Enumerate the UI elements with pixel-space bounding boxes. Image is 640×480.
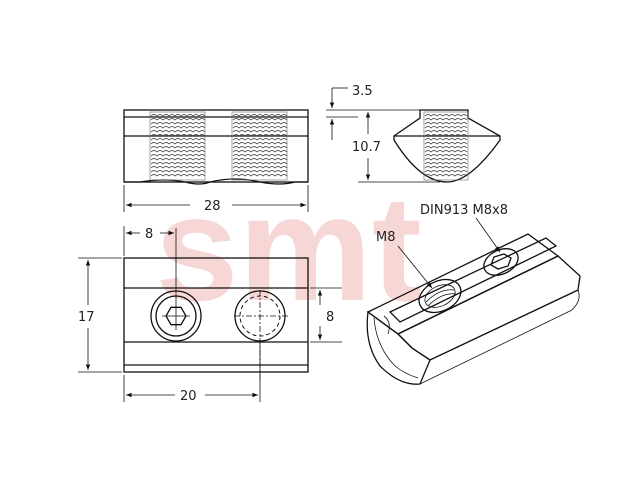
- thread-line: [232, 146, 288, 149]
- thread-line: [424, 126, 468, 129]
- thread-line: [232, 134, 288, 137]
- watermark-brand: smt: [155, 164, 422, 332]
- thread-line: [150, 118, 206, 121]
- dim-hole-offset: 8: [123, 226, 174, 256]
- iso-set-screw: [483, 248, 519, 276]
- thread-line: [424, 142, 468, 145]
- thread-line: [150, 166, 206, 169]
- dim-height: 10.7: [352, 112, 440, 183]
- thread-line: [232, 114, 288, 117]
- callout-m8: M8: [376, 230, 433, 289]
- thread-line: [232, 122, 288, 125]
- thread-line: [424, 166, 468, 169]
- thread-line: [150, 158, 206, 161]
- thread-line: [150, 114, 206, 117]
- thread-line: [424, 158, 468, 161]
- thread-line: [232, 170, 288, 173]
- dim-hole-spacing-h: 20: [123, 342, 261, 404]
- thread-zone-left: [149, 111, 206, 181]
- dim-top-offset: 3.5: [326, 84, 420, 140]
- thread-line: [150, 122, 206, 125]
- dim-width-label: 17: [78, 310, 95, 325]
- callout-set-screw: DIN913 M8x8: [420, 203, 508, 253]
- thread-line: [232, 166, 288, 169]
- thread-line: [424, 122, 468, 125]
- thread-line: [232, 154, 288, 157]
- thread-line: [150, 142, 206, 145]
- top-view: [123, 228, 309, 380]
- thread-line: [232, 130, 288, 133]
- iso-threaded-hole: [418, 278, 462, 314]
- thread-line: [424, 138, 468, 141]
- thread-line: [150, 174, 206, 177]
- thread-line: [424, 146, 468, 149]
- thread-line: [150, 170, 206, 173]
- dim-width: 17: [78, 257, 122, 373]
- thread-line: [150, 134, 206, 137]
- thread-line: [232, 126, 288, 129]
- front-view: [123, 109, 309, 185]
- callout-m8-label: M8: [376, 230, 396, 245]
- thread-line: [232, 174, 288, 177]
- thread-line: [232, 142, 288, 145]
- callout-set-screw-label: DIN913 M8x8: [420, 203, 508, 218]
- dim-hole-spacing-h-label: 20: [180, 389, 197, 404]
- set-screw-hole: [150, 228, 202, 342]
- thread-line: [150, 138, 206, 141]
- thread-line: [232, 158, 288, 161]
- thread-line: [150, 126, 206, 129]
- thread-line: [424, 134, 468, 137]
- thread-line: [232, 150, 288, 153]
- thread-pattern-side: [424, 114, 468, 177]
- thread-line: [232, 118, 288, 121]
- thread-zone-right: [231, 111, 288, 181]
- thread-line: [424, 162, 468, 165]
- watermark: smt: [155, 164, 422, 332]
- dim-top-offset-label: 3.5: [352, 84, 373, 99]
- thread-line: [232, 138, 288, 141]
- thread-line: [150, 150, 206, 153]
- thread-line: [424, 174, 468, 177]
- dim-hole-spacing-v-label: 8: [326, 310, 334, 325]
- thread-line: [150, 162, 206, 165]
- dim-length: 28: [123, 185, 309, 214]
- thread-line: [150, 130, 206, 133]
- thread-line: [150, 146, 206, 149]
- thread-line: [232, 162, 288, 165]
- thread-line: [424, 118, 468, 121]
- thread-line: [424, 114, 468, 117]
- isometric-view: [366, 233, 581, 385]
- dim-height-label: 10.7: [352, 140, 381, 155]
- thread-line: [150, 154, 206, 157]
- thread-line: [424, 154, 468, 157]
- thread-line: [424, 150, 468, 153]
- thread-pattern: [150, 114, 288, 177]
- thread-line: [424, 130, 468, 133]
- side-view: [393, 109, 501, 183]
- dim-hole-offset-label: 8: [145, 227, 153, 242]
- dim-length-label: 28: [204, 199, 221, 214]
- thread-line: [424, 170, 468, 173]
- dim-hole-spacing-v: 8: [310, 287, 342, 343]
